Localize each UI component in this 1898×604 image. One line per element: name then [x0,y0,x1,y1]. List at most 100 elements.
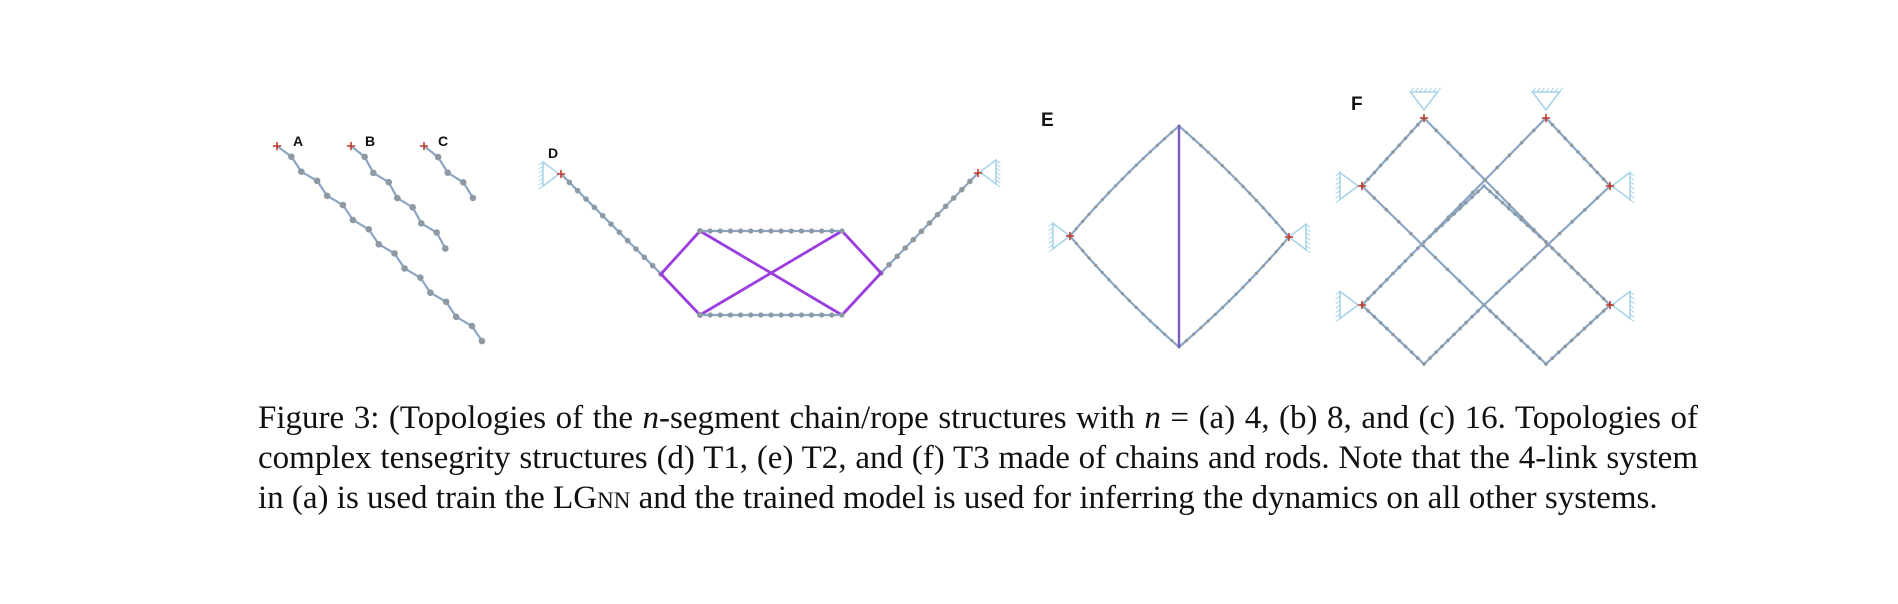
anchor-d-left-hatch [538,165,544,170]
chain-e-lr-node [1248,278,1252,282]
chain-d-bottom-node [839,312,845,318]
chain-f-7-node [1595,170,1599,175]
chain-e-ur-node [1220,164,1224,168]
chain-e-ll-link [1101,271,1110,281]
chain-e-ur-link [1268,213,1278,224]
anchor-f-left-2-hatch [1335,309,1341,313]
anchor-f-top-1-hatch [1414,87,1419,93]
chain-a-node [349,216,357,224]
anchor-e-left-hatch [1048,239,1054,244]
anchor-f-top-2 [1530,91,1562,112]
chain-e-ul-node [1155,143,1159,147]
chain-f-2-node [1513,332,1517,337]
chain-f-3-link [1447,141,1462,157]
anchor-f-left-2 [1339,289,1360,321]
chain-f-4-node [1550,246,1555,251]
caption-label: Figure 3: [258,400,380,436]
chain-e-ll-node [1120,292,1124,296]
chain-d-right-node [959,186,965,193]
chain-f-8-node [1570,219,1574,224]
anchor-e-right-hatch [1305,249,1311,254]
chain-e-ur-link [1192,137,1203,147]
chain-f-8-link [1508,268,1523,283]
chain-d-bottom-node [737,312,744,318]
anchor-f-left-1-hatch [1335,190,1341,194]
anchor-d-right-hatch [995,183,1001,188]
chain-d-bottom-node [829,312,835,318]
anchor-d-left-hatch [538,169,544,174]
chain-a-node [452,313,460,321]
anchor-f-right-1-hatch [1629,194,1635,199]
anchor-f-top-2-hatch [1545,87,1550,93]
chain-e-ll-node [1087,256,1091,260]
chain-e-ll-link [1088,256,1097,267]
anchor-e-left-hatch [1048,227,1054,231]
chain-e-ul-node [1127,170,1131,174]
anchor-f-left-2-hatch [1335,318,1341,322]
chain-a-node [313,177,321,185]
figure-3-illustration: A B C D E F [272,87,1635,366]
chain-f-12-node [1452,212,1456,216]
chain-d-left-node [591,204,598,211]
chain-f-4-node [1595,290,1599,295]
chain-f-8-link [1520,256,1536,271]
chain-e-ul-link [1149,144,1159,154]
anchor-f-right-1-hatch [1629,172,1635,176]
chain-f-7-node [1550,123,1555,127]
chain-d-left-node [583,196,589,202]
chain-f-8-node [1545,243,1549,248]
chain-f-8-node [1494,291,1499,295]
chain-e-ur-link [1248,192,1258,202]
chain-d-right-node [886,261,892,268]
chain-e-ul-node [1100,198,1104,202]
tensegrity-panel-e [1048,124,1311,349]
chain-f-2-node [1500,320,1505,325]
chain-e-ur-link [1185,131,1195,141]
chain-e-ll-node [1081,249,1085,253]
chain-a-node [468,322,476,330]
chain-e-ul-node [1081,219,1085,223]
chain-f-5-link [1508,141,1523,157]
chain-e-lr-link [1241,279,1251,289]
chain-b-node [442,245,449,252]
anchor-e-right-hatch [1305,228,1311,232]
anchor-f-right-2-hatch [1629,304,1635,309]
chain-f-10-node [1409,350,1414,355]
chain-b-node [385,178,392,186]
chain-f-8-node [1520,267,1524,272]
chain-f-3-node [1446,141,1451,145]
anchor-d-left-hatch [538,177,544,182]
chain-f-10-node [1372,315,1377,319]
chain-f-8-link [1545,232,1561,247]
chain-e-ur-node [1281,227,1285,232]
chain-f-6-node [1409,252,1414,257]
chain-f-1-link [1421,244,1437,259]
chain-f-4-node [1569,265,1574,270]
chain-e-ul-node [1094,205,1098,209]
chain-f-4-node [1576,271,1580,276]
chain-f-8-link [1482,292,1498,307]
chain-e-ul-node [1141,156,1145,161]
chain-f-5-link [1447,203,1462,219]
node-d-tl [697,228,703,234]
chain-f-0-node [1372,170,1377,175]
chain-e-lr-node [1220,306,1224,310]
chain-f-1-node [1433,255,1437,260]
panel-label-e: E [1041,110,1054,131]
chain-e-ur-node [1254,198,1259,203]
chain-f-8-link [1533,244,1549,259]
chain-f-9-node [1434,350,1438,355]
chain-e-ur-link [1221,164,1231,174]
anchor-e-left-hatch [1048,235,1054,240]
chain-d-left-node [641,254,648,261]
chain-f-11-node [1569,338,1574,343]
chain-e-lr-link [1261,257,1271,268]
chain-e-lr-node [1254,271,1259,275]
anchor-e-left-hatch [1048,231,1054,236]
panel-label-c: C [438,133,448,149]
chain-f-10-node [1422,362,1426,366]
chain-d-top-node [758,228,764,234]
chain-e-ll-link [1075,242,1084,252]
chain-f-5-link [1483,166,1499,182]
chain-d-top-node [829,228,835,234]
